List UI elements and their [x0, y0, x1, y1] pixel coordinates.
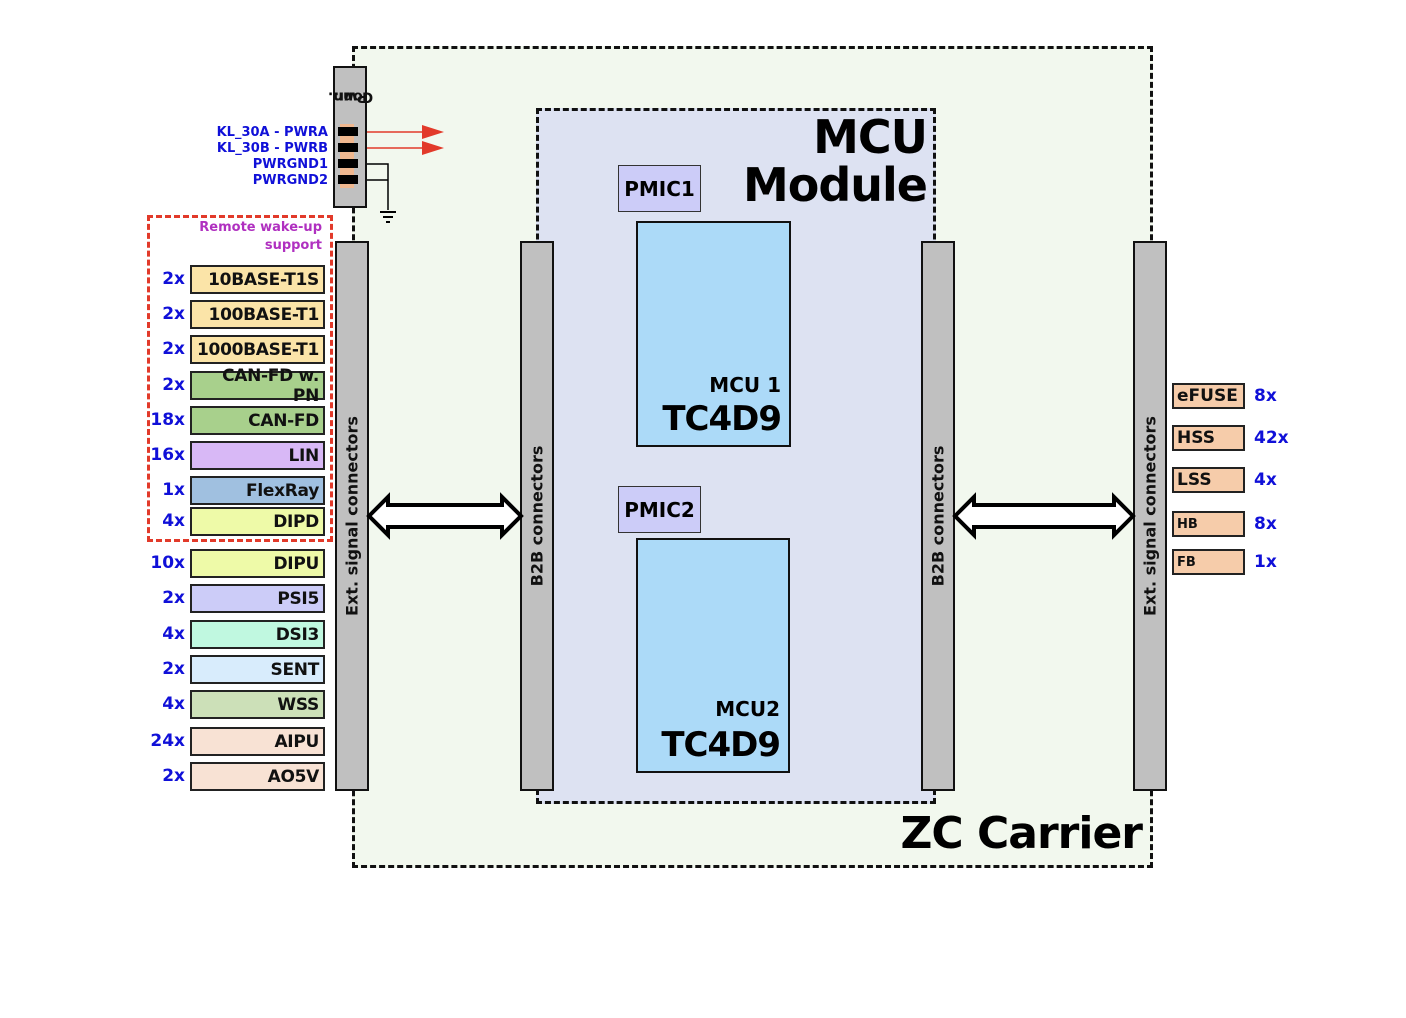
interface-box: SENT [190, 655, 325, 684]
output-interface-box: LSS [1172, 467, 1245, 493]
mcu1-name: MCU 1 [709, 373, 781, 397]
interface-box: CAN-FD [190, 406, 325, 435]
interface-box: DIPD [190, 507, 325, 536]
output-interface-box: HSS [1172, 425, 1245, 451]
pwr-title-line2: Conn. [327, 88, 373, 105]
output-interface-box: eFUSE [1172, 383, 1245, 409]
interface-box: DSI3 [190, 620, 325, 649]
interface-count: 4x [162, 694, 185, 714]
zc-carrier-title: ZC Carrier [900, 808, 1143, 859]
power-connector-title: Pwr.Conn. [327, 66, 372, 126]
remote-wake-up-title: Remote wake-up support [160, 219, 322, 255]
ground-icon [380, 211, 396, 223]
interface-count: 10x [150, 553, 185, 573]
mcu-module-title: MCU Module [742, 110, 928, 212]
b2b-connectors-left: B2B connectors [520, 241, 554, 791]
mcu-module-title-line2: Module [742, 158, 928, 212]
gnd1-wire [360, 163, 389, 210]
pmic2-block: PMIC2 [618, 486, 701, 533]
interface-count: 2x [162, 659, 185, 679]
interface-count: 4x [162, 511, 185, 531]
mcu1-part-number: TC4D9 [662, 399, 782, 439]
output-interface-count: 8x [1254, 386, 1277, 406]
interface-box: CAN-FD w. PN [190, 366, 325, 406]
interface-count: 2x [162, 588, 185, 608]
interface-count: 2x [162, 375, 185, 395]
wake-title-line2: support [264, 238, 322, 253]
interface-box: FlexRay [190, 476, 325, 505]
pin-pwrb [338, 143, 358, 152]
pin-strip [340, 124, 354, 188]
interface-count: 16x [150, 445, 185, 465]
interface-box: AO5V [190, 762, 325, 791]
mcu2-name: MCU2 [715, 697, 780, 721]
pin-pwrgnd2 [338, 175, 358, 184]
output-interface-count: 4x [1254, 470, 1277, 490]
pin-label: PWRGND1 [252, 157, 328, 172]
interface-count: 2x [162, 304, 185, 324]
wake-title-line1: Remote wake-up [199, 220, 322, 235]
interface-box: AIPU [190, 727, 325, 756]
interface-box: 100BASE-T1 [190, 300, 325, 329]
pwra-arrow-icon [422, 125, 444, 139]
output-interface-count: 42x [1254, 428, 1289, 448]
interface-count: 2x [162, 766, 185, 786]
output-interface-box: HB [1172, 511, 1245, 537]
pin-pwra [338, 127, 358, 136]
output-interface-count: 8x [1254, 514, 1277, 534]
interface-count: 4x [162, 624, 185, 644]
pin-label: KL_30A - PWRA [216, 125, 328, 140]
mcu2-block: MCU2 TC4D9 [636, 538, 790, 773]
interface-count: 2x [162, 339, 185, 359]
interface-count: 18x [150, 410, 185, 430]
pin-label: PWRGND2 [252, 173, 328, 188]
double-arrow-left-icon [366, 492, 524, 540]
mcu2-part-number: TC4D9 [661, 725, 781, 765]
remote-wake-up-group [147, 215, 333, 542]
pmic1-block: PMIC1 [618, 165, 701, 212]
pwrb-arrow-icon [422, 141, 444, 155]
interface-count: 24x [150, 731, 185, 751]
interface-box: DIPU [190, 549, 325, 578]
mcu1-block: MCU 1 TC4D9 [636, 221, 791, 447]
mcu-module-title-line1: MCU [813, 110, 928, 164]
interface-count: 1x [162, 480, 185, 500]
interface-box: LIN [190, 441, 325, 470]
pin-pwrgnd1 [338, 159, 358, 168]
double-arrow-right-icon [952, 492, 1136, 540]
interface-box: WSS [190, 690, 325, 719]
output-interface-count: 1x [1254, 552, 1277, 572]
interface-count: 2x [162, 269, 185, 289]
interface-box: 1000BASE-T1 [190, 335, 325, 364]
interface-box: 10BASE-T1S [190, 265, 325, 294]
interface-box: PSI5 [190, 584, 325, 613]
output-interface-box: FB [1172, 549, 1245, 575]
pin-label: KL_30B - PWRB [216, 141, 328, 156]
